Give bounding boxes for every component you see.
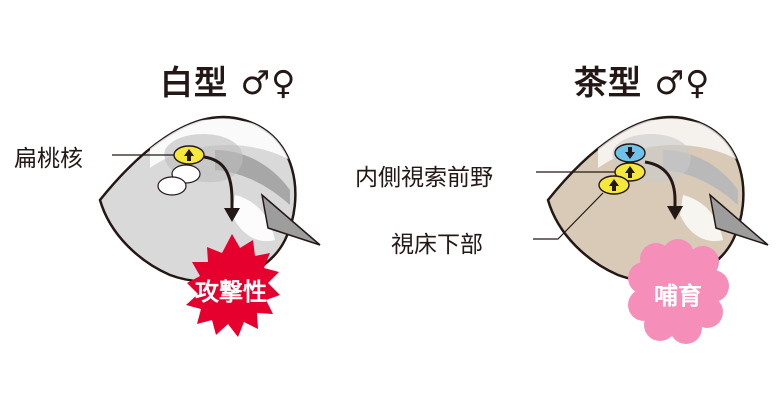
tan-morph-pathway-arrowhead [667,206,683,220]
tan-morph-head [533,115,769,283]
tan-morph-cheek [680,195,723,242]
white-morph-beak [260,193,321,246]
parenting-label: 哺育 [654,282,702,310]
white-morph-nucleus-2 [157,176,187,196]
aggression-burst [186,234,280,337]
aggression-label: 攻撃性 [195,278,267,306]
hypothalamus-leader-line [533,192,604,240]
white-morph-head [98,115,321,283]
medial-preoptic-label: 内側視索前野 [355,165,493,191]
aggression-burst-shape [186,234,280,337]
parenting-cloud [628,239,729,344]
down-arrow-icon [625,147,635,159]
white-morph-pathway-arrow [203,155,234,210]
tan-morph-beak [708,193,769,246]
up-arrow-icon [609,179,619,191]
white-morph-cheek [232,195,275,242]
hypothalamus-label: 視床下部 [391,232,483,258]
up-arrow-icon [184,149,194,161]
amygdala-label: 扁桃核 [14,146,83,172]
white-morph-pathway-arrowhead [224,208,240,222]
up-arrow-icon [625,166,635,178]
tan-morph-pathway-arrow [644,160,677,208]
tan-morph-title: 茶型 ♂♀ [574,63,711,102]
white-morph-title: 白型 ♂♀ [160,63,297,102]
